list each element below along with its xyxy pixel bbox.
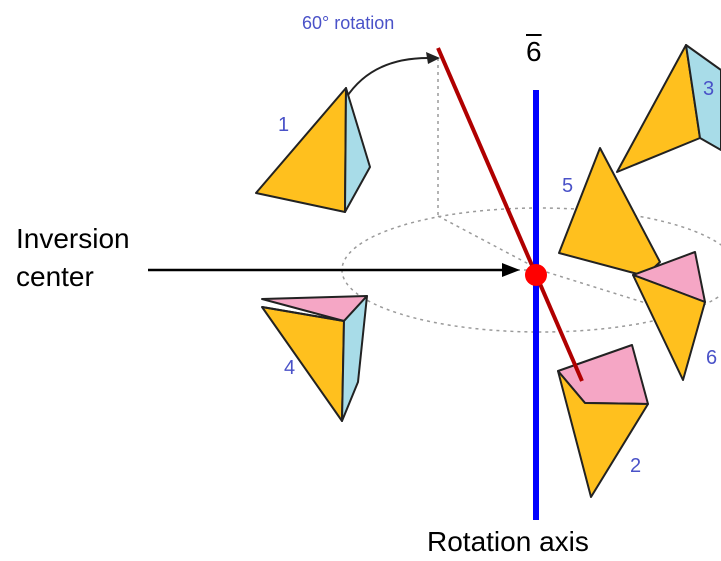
tetrahedron-5-label: 5: [562, 175, 574, 197]
tetrahedron-3: [616, 44, 721, 173]
tetrahedron-6-label: 6: [706, 347, 718, 369]
tetrahedron-3-label: 3: [703, 78, 715, 100]
tetrahedron-2: [557, 344, 649, 498]
tetrahedron-4: [261, 295, 368, 422]
rotation-arrow: [345, 52, 440, 99]
tetrahedron-2-label: 2: [630, 455, 642, 477]
tetrahedron-4-label: 4: [284, 357, 296, 379]
inversion-line: [436, 47, 584, 382]
inversion-center-label: Inversion center: [16, 223, 130, 292]
rotation-axis-label: Rotation axis: [427, 526, 589, 557]
rotation-caption: 60° rotation: [302, 13, 395, 33]
tetrahedron-1-label: 1: [278, 114, 290, 136]
axis-symbol: 6: [526, 36, 542, 67]
tetrahedron-6: [632, 251, 706, 381]
guide-radius-back: [437, 215, 541, 271]
tetrahedron-1: [255, 87, 371, 213]
inversion-center-dot: [525, 264, 547, 286]
inversion-center-arrow: [148, 263, 520, 277]
tetrahedron-5: [558, 147, 661, 277]
